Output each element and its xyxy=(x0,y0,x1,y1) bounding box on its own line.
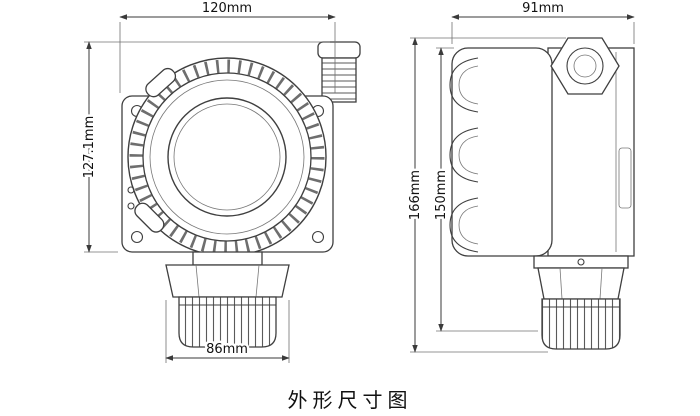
sensor-hex-nut xyxy=(165,264,290,298)
sensor-width-label: 86mm xyxy=(206,342,248,357)
sensor-hex-side xyxy=(537,267,625,300)
side-view-dimensions: 91mm 166mm 150mm xyxy=(406,0,635,353)
indicator-led xyxy=(127,186,135,194)
cable-gland-cap xyxy=(317,41,361,59)
gland-hex xyxy=(550,37,620,95)
housing-ribbed-ring xyxy=(129,59,325,255)
front-view-dimensions: 120mm 127.1mm 86mm xyxy=(80,0,336,363)
window-ring xyxy=(167,97,287,217)
gland-ring-inner xyxy=(573,54,597,78)
hex-facet-line xyxy=(559,267,563,300)
front-width-label: 120mm xyxy=(202,1,252,16)
window-inner-ring xyxy=(173,103,281,211)
sensor-knurled-cap xyxy=(178,296,277,348)
hex-facet-line xyxy=(599,267,603,300)
mounting-hole xyxy=(311,230,325,244)
sensor-knurled-cap-side xyxy=(541,298,621,350)
hex-facet-line xyxy=(195,264,200,298)
sensor-step-hole xyxy=(577,258,585,266)
hex-facet-line xyxy=(255,264,260,298)
cover-clamp xyxy=(134,202,165,233)
caption-title: 外形尺寸图 xyxy=(287,388,413,412)
front-cover-side xyxy=(451,47,553,257)
body-height-label: 150mm xyxy=(434,170,449,220)
side-width-label: 91mm xyxy=(522,1,564,16)
mounting-hole xyxy=(130,230,144,244)
indicator-led xyxy=(127,202,135,210)
housing-ring-detail xyxy=(149,79,305,235)
cable-gland-thread xyxy=(321,57,357,103)
cover-clamp xyxy=(145,67,177,98)
total-height-label: 166mm xyxy=(408,170,423,220)
sensor-step-side xyxy=(533,255,629,269)
sensor-neck xyxy=(192,251,263,266)
front-height-label: 127.1mm xyxy=(82,116,97,179)
front-view xyxy=(121,41,361,348)
rear-panel-slot xyxy=(618,147,632,209)
side-view xyxy=(449,37,635,350)
gland-ring xyxy=(566,47,604,85)
